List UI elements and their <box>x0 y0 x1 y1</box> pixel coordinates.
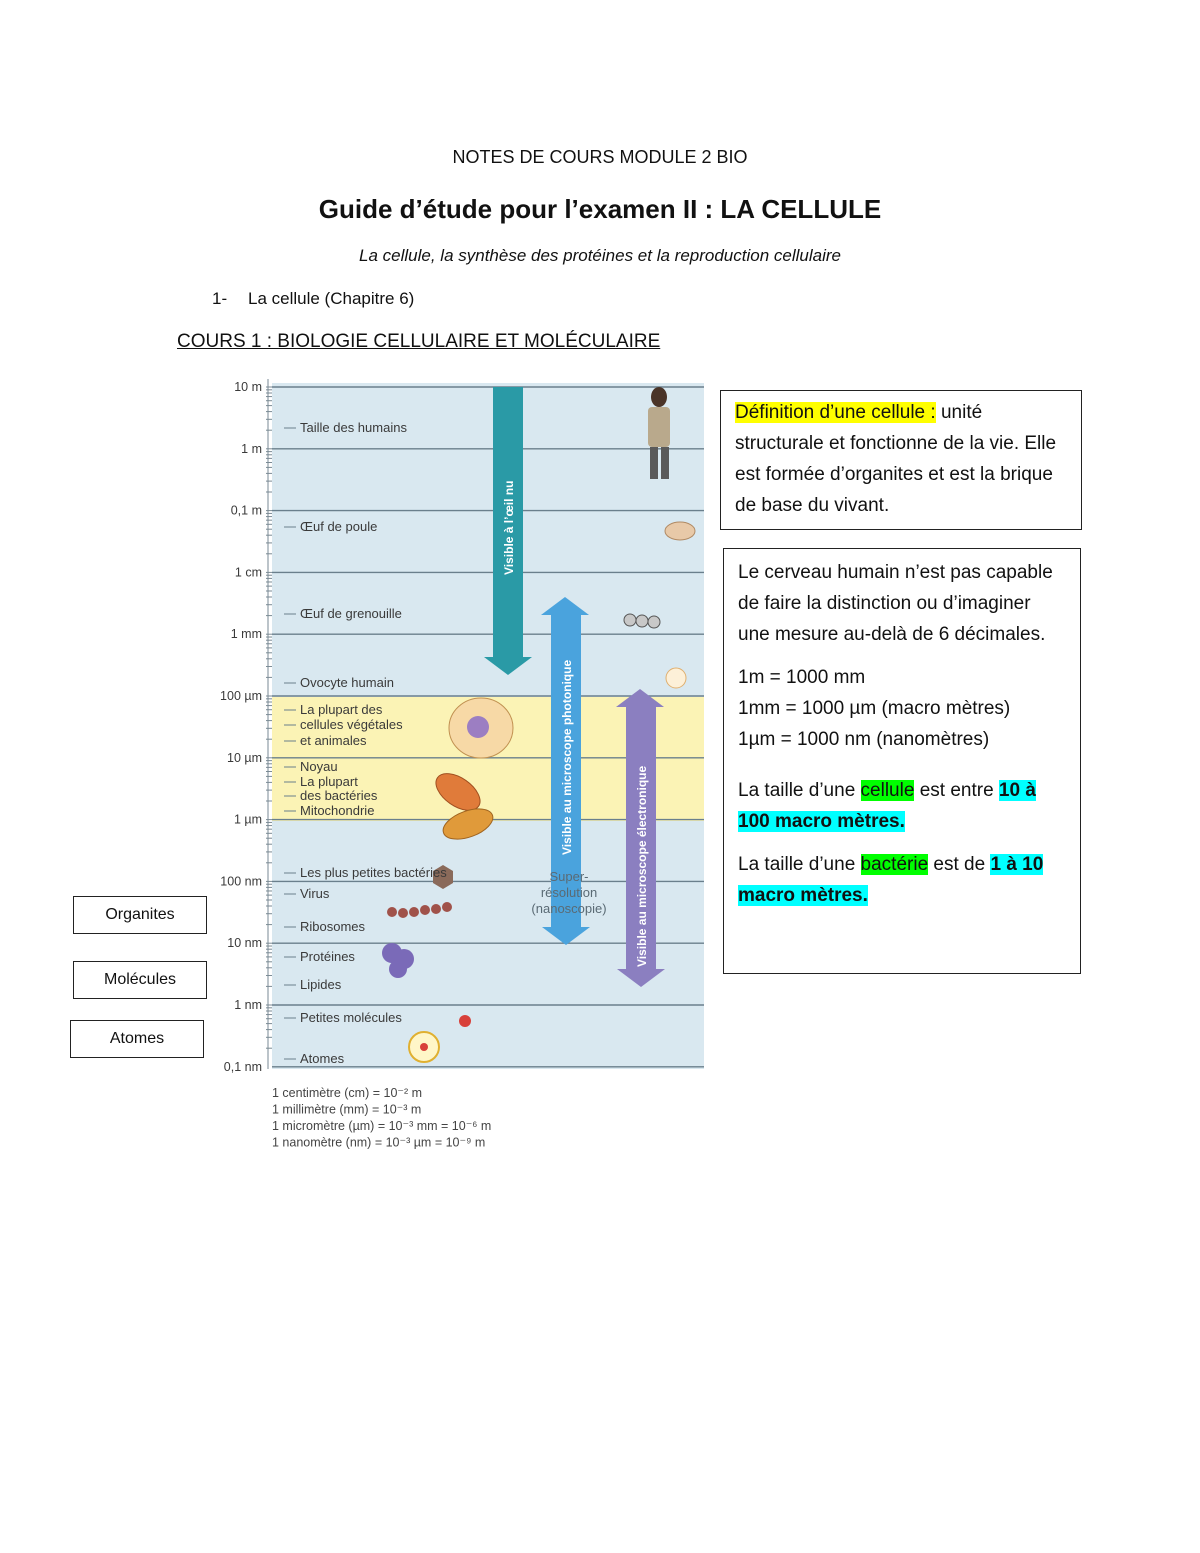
ribosome-icon <box>387 902 452 918</box>
unit-footnote: 1 micromètre (µm) = 10⁻³ mm = 10⁻⁶ m <box>272 1119 491 1133</box>
definition-box: Définition d’une cellule : unité structu… <box>720 390 1082 530</box>
conversion-line: 1µm = 1000 nm (nanomètres) <box>738 729 990 750</box>
bacteria-size-note: La taille d’une bactérie est de 1 à 10 m… <box>738 854 1044 906</box>
size-label: Œuf de grenouille <box>300 606 402 621</box>
scale-label: 1 cm <box>235 565 262 579</box>
size-label: et animales <box>300 733 367 748</box>
bacteria-word: bactérie <box>860 854 929 875</box>
document-header: NOTES DE COURS MODULE 2 BIO <box>452 147 748 167</box>
atomes-box: Atomes <box>70 1020 204 1058</box>
brain-note-intro: Le cerveau humain n’est pas capable de f… <box>738 562 1053 645</box>
cell-word: cellule <box>860 780 915 801</box>
conversion-line: 1m = 1000 mm <box>738 667 866 688</box>
page-title: Guide d’étude pour l’examen II : LA CELL… <box>318 194 882 224</box>
size-label: Les plus petites bactéries <box>300 865 447 880</box>
svg-text:résolution: résolution <box>541 885 597 900</box>
scale-label: 0,1 nm <box>224 1060 262 1074</box>
size-label: des bactéries <box>300 788 378 803</box>
scale-label: 1 mm <box>231 627 262 641</box>
electron-microscope-arrow: Visible au microscope électronique <box>616 689 665 987</box>
scale-label: 0,1 m <box>231 504 262 518</box>
svg-text:(nanoscopie): (nanoscopie) <box>531 901 606 916</box>
electron-arrow-label: Visible au microscope électronique <box>635 765 649 967</box>
size-label: Mitochondrie <box>300 803 374 818</box>
human-figure-icon <box>648 387 670 479</box>
size-label: Petites molécules <box>300 1010 402 1025</box>
virus-icon <box>433 865 453 889</box>
scale-label: 1 nm <box>234 998 262 1012</box>
chicken-egg-icon <box>664 521 696 541</box>
size-label: Atomes <box>300 1051 345 1066</box>
protein-icon <box>382 943 414 978</box>
size-label: Virus <box>300 886 330 901</box>
size-label: Ribosomes <box>300 919 366 934</box>
unit-footnote: 1 centimètre (cm) = 10⁻² m <box>272 1086 422 1100</box>
section-heading: 1- La cellule (Chapitre 6) <box>212 289 414 309</box>
mitochondria-icon <box>442 808 494 840</box>
scale-label: 1 µm <box>234 813 262 827</box>
scale-label: 1 m <box>241 442 262 456</box>
atom-icon <box>408 1031 440 1063</box>
size-label: Ovocyte humain <box>300 675 394 690</box>
scale-label: 10 m <box>234 380 262 394</box>
eye-visibility-arrow: Visible à l’œil nu <box>484 387 532 675</box>
light-arrow-label: Visible au microscope photonique <box>560 660 574 855</box>
section-label: La cellule (Chapitre 6) <box>248 289 415 308</box>
eye-arrow-label: Visible à l’œil nu <box>502 481 516 575</box>
unit-footnote: 1 nanomètre (nm) = 10⁻³ µm = 10⁻⁹ m <box>272 1136 485 1150</box>
ovocyte-icon <box>665 667 687 689</box>
frog-egg-icon <box>623 613 661 629</box>
definition-text: unité structurale et fonctionne de la vi… <box>735 402 1057 516</box>
size-label: Protéines <box>300 949 355 964</box>
brain-note-box: Le cerveau humain n’est pas capable de f… <box>723 548 1081 974</box>
size-label: La plupart des <box>300 702 383 717</box>
size-scale-figure: 10 m 1 m 0,1 m 1 cm 1 mm 100 µm 10 µm 1 µm 100 n… <box>206 375 708 1155</box>
conversion-line: 1mm = 1000 µm (macro mètres) <box>738 698 1011 719</box>
definition-term: Définition d’une cellule : <box>735 402 936 423</box>
size-label: cellules végétales <box>300 717 403 732</box>
super-resolution-label: Super- résolution (nanoscopie) <box>531 869 606 916</box>
svg-text:Super-: Super- <box>549 869 588 884</box>
organites-box: Organites <box>73 896 207 934</box>
scale-label: 10 nm <box>227 936 262 950</box>
cell-icon <box>448 697 514 759</box>
size-scale-diagram: 10 m 1 m 0,1 m 1 cm 1 mm 100 µm 10 µm 1 µm 100 n… <box>220 379 704 1150</box>
bacteria-icon <box>435 773 481 811</box>
size-label: Œuf de poule <box>300 519 377 534</box>
section-number: 1- <box>212 289 228 308</box>
cell-size-note: La taille d’une cellule est entre 10 à 1… <box>738 780 1036 832</box>
size-label: La plupart <box>300 774 358 789</box>
scale-label: 100 nm <box>220 874 262 888</box>
size-label: Lipides <box>300 977 342 992</box>
unit-footnote: 1 millimètre (mm) = 10⁻³ m <box>272 1103 421 1117</box>
page-subtitle: La cellule, la synthèse des protéines et… <box>359 246 841 265</box>
small-molecule-icon <box>459 1015 471 1027</box>
size-label: Noyau <box>300 759 338 774</box>
size-label: Taille des humains <box>300 420 407 435</box>
scale-label: 100 µm <box>220 689 262 703</box>
light-microscope-arrow: Visible au microscope photonique <box>541 597 590 945</box>
course-heading: COURS 1 : BIOLOGIE CELLULAIRE ET MOLÉCUL… <box>177 331 661 352</box>
scale-label: 10 µm <box>227 751 262 765</box>
molecules-box: Molécules <box>73 961 207 999</box>
